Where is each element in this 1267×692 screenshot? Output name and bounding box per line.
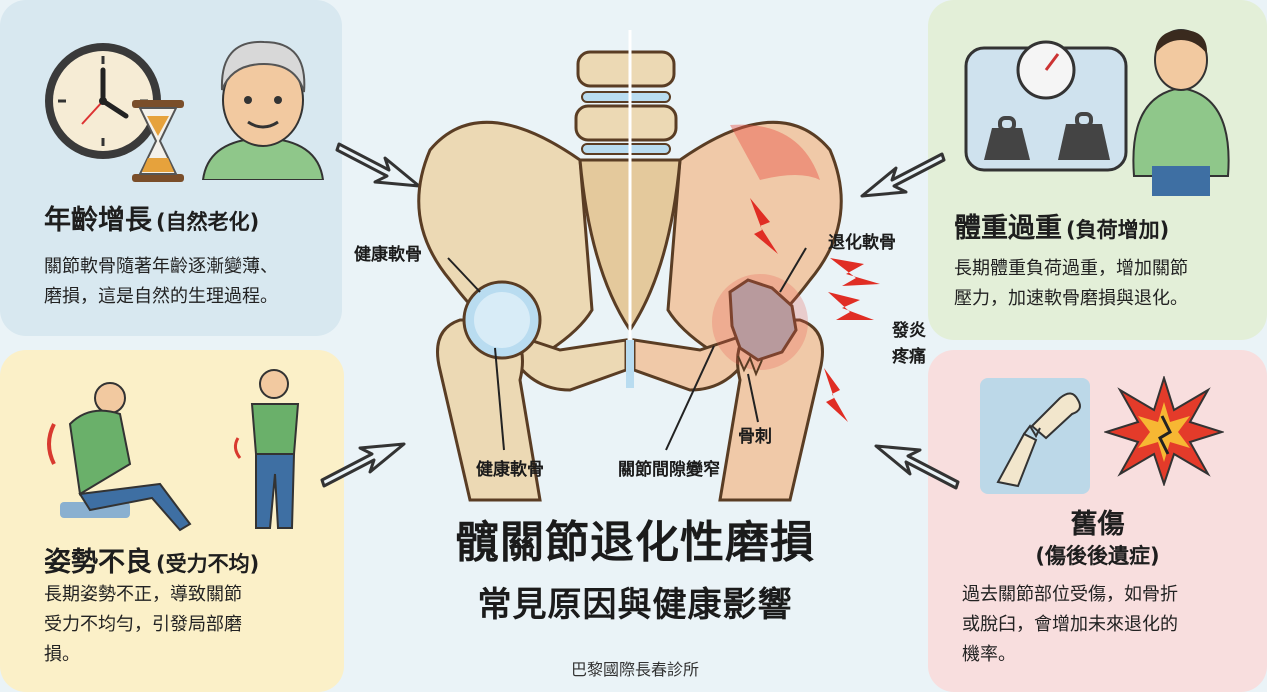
cause-posture-desc-line: 長期姿勢不正，導致關節 [44,584,242,605]
main-title: 髖關節退化性磨損 [455,517,815,568]
standing-person-icon [233,369,300,529]
cause-injury-desc-line: 機率。 [962,644,1016,665]
overweight-person-icon [1132,29,1230,196]
cause-injury-title: 舊傷 [1070,509,1125,540]
lumbar-spine [574,50,678,155]
left-ilium [417,120,594,352]
arrow-from-posture [320,442,406,488]
cause-weight-panel: 體重過重(負荷增加) 長期體重負荷過重，增加關節 壓力，加速軟骨磨損與退化。 [928,0,1267,340]
cause-injury-panel: 舊傷 (傷後後遺症) 過去關節部位受傷，如骨折 或脫臼，會增加未來退化的 機率。 [928,350,1267,692]
elderly-person-icon [201,40,325,180]
cause-posture-title-text: 姿勢不良 [44,547,152,578]
cause-posture-desc-line: 損。 [44,644,80,665]
right-ilium [666,120,843,352]
label-bone-spur: 骨刺 [738,427,772,447]
cause-posture-subtitle: (受力不均) [156,552,260,576]
cause-age-title-text: 年齡增長 [44,205,152,236]
pain-burst-icon [1104,376,1224,486]
cause-weight-title: 體重過重(負荷增加) [954,206,1169,245]
broken-bone-icon [980,378,1090,494]
cause-age-desc-line: 關節軟骨隨著年齡逐漸變薄、 [44,256,278,277]
pain-bolt-icon [830,258,880,286]
cause-weight-desc-line: 長期體重負荷過重，增加關節 [954,258,1188,279]
slouching-person-icon [47,382,192,532]
clock-icon [45,43,161,159]
cause-age-desc-line: 磨損，這是自然的生理過程。 [44,286,278,307]
label-inflammation: 發炎 [892,321,926,341]
pain-bolt-icon [824,368,848,422]
label-healthy-cartilage-top: 健康軟骨 [354,245,422,265]
cause-age-subtitle: (自然老化) [156,210,260,234]
hip-anatomy-illustration [417,30,880,502]
cause-age-panel: 年齡增長(自然老化) 關節軟骨隨著年齡逐漸變薄、 磨損，這是自然的生理過程。 [0,0,342,336]
cause-injury-desc-line: 或脫臼，會增加未來退化的 [962,614,1178,635]
cause-weight-title-text: 體重過重 [954,213,1062,244]
scale-icon [964,40,1128,172]
cause-injury-desc-line: 過去關節部位受傷，如骨折 [962,584,1178,605]
cause-posture-description: 長期姿勢不正，導致關節 受力不均勻，引發局部磨 損。 [44,580,242,670]
cause-weight-desc-line: 壓力，加速軟骨磨損與退化。 [954,288,1188,309]
cause-posture-title: 姿勢不良(受力不均) [44,540,259,579]
degenerated-femoral-head [728,278,798,362]
label-healthy-cartilage-bottom: 健康軟骨 [476,460,544,480]
cause-age-title: 年齡增長(自然老化) [44,198,259,237]
arrow-from-age [335,142,421,188]
hourglass-icon [132,100,184,182]
bone-spurs [737,355,763,377]
cause-injury-subtitle: (傷後後遺症) [1035,544,1160,568]
cause-posture-panel: 姿勢不良(受力不均) 長期姿勢不正，導致關節 受力不均勻，引發局部磨 損。 [0,350,344,692]
cause-weight-subtitle: (負荷增加) [1066,218,1170,242]
cause-weight-description: 長期體重負荷過重，增加關節 壓力，加速軟骨磨損與退化。 [954,254,1188,314]
clinic-name-footer: 巴黎國際長春診所 [570,660,699,679]
main-subtitle: 常見原因與健康影響 [477,585,793,625]
label-joint-space-narrowing: 關節間隙變窄 [618,460,720,480]
pain-bolt-icon [750,198,778,254]
cause-posture-desc-line: 受力不均勻，引發局部磨 [44,614,242,635]
label-pain: 疼痛 [892,347,926,367]
pain-bolt-icon [828,292,874,320]
cause-injury-description: 過去關節部位受傷，如骨折 或脫臼，會增加未來退化的 機率。 [962,580,1178,670]
cause-age-description: 關節軟骨隨著年齡逐漸變薄、 磨損，這是自然的生理過程。 [44,252,278,312]
label-degenerated-cartilage: 退化軟骨 [828,233,896,253]
arrow-from-weight [860,152,946,198]
arrow-from-injury [874,444,960,490]
